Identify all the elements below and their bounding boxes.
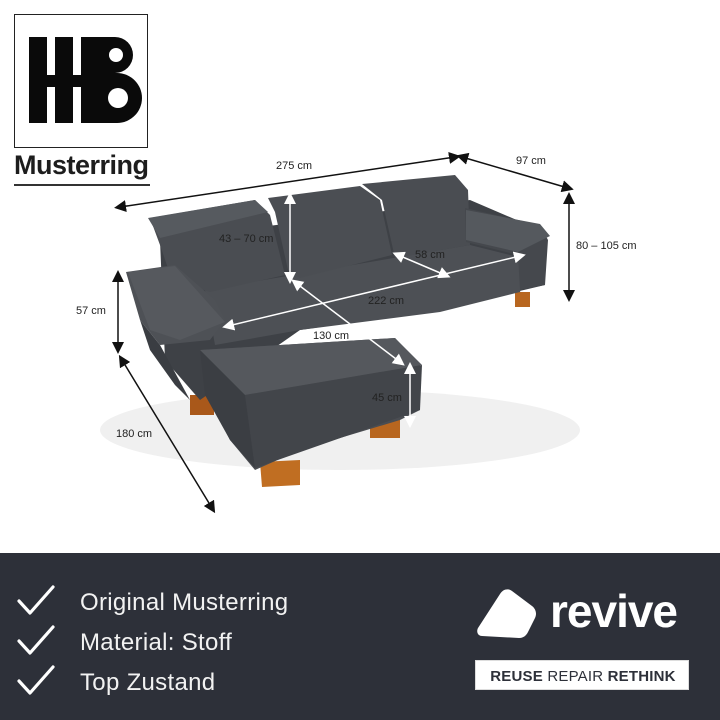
dim-headrest: 43 – 70 cm (219, 233, 274, 245)
tagline-reuse: REUSE (490, 668, 543, 685)
dim-chaise-length: 180 cm (116, 428, 153, 440)
check-icon (17, 665, 55, 695)
brand-underline (14, 184, 150, 186)
dim-depth: 97 cm (516, 155, 546, 167)
revive-logo-icon (477, 589, 536, 638)
tagline-rethink: RETHINK (607, 668, 676, 685)
feature-item: Original Musterring (16, 583, 376, 619)
dim-chaise-depth: 130 cm (313, 330, 350, 342)
feature-label: Material: Stoff (80, 629, 233, 656)
revive-wordmark: revive (550, 585, 678, 637)
dim-length-back: 275 cm (276, 160, 313, 172)
sofa-foot-chaise-front (260, 460, 300, 487)
dim-seat-width: 222 cm (368, 295, 405, 307)
sofa-illustration (100, 151, 580, 514)
check-icon (17, 625, 55, 655)
tagline-repair: REPAIR (547, 668, 604, 685)
check-icon (17, 585, 55, 615)
feature-item: Top Zustand (16, 663, 376, 699)
dim-arm-height: 57 cm (76, 305, 106, 317)
feature-label: Original Musterring (80, 589, 289, 616)
revive-tagline: REUSE REPAIR RETHINK (475, 660, 689, 690)
footer-banner: Original Musterring Material: Stoff Top … (0, 553, 720, 720)
dim-seat-height: 45 cm (372, 392, 402, 404)
feature-item: Material: Stoff (16, 623, 376, 659)
dim-seat-depth: 58 cm (415, 249, 445, 261)
dim-height-total: 80 – 105 cm (576, 240, 637, 252)
product-photo: Musterring (14, 14, 637, 514)
musterring-logo (14, 14, 148, 148)
feature-label: Top Zustand (80, 669, 216, 696)
musterring-emblem-icon (29, 37, 142, 123)
sofa-foot-right (515, 292, 530, 307)
